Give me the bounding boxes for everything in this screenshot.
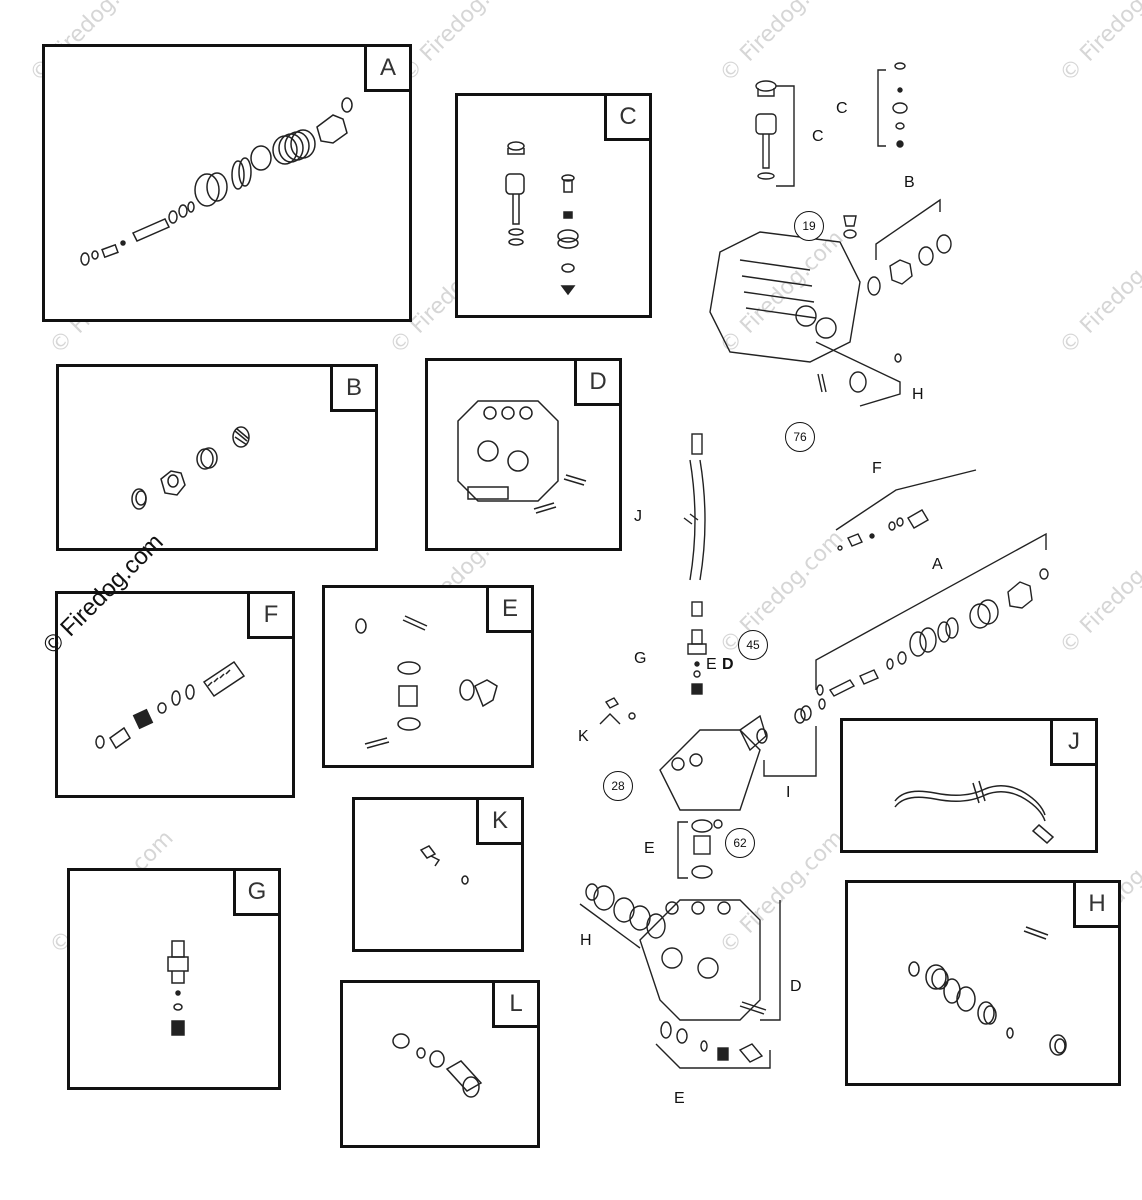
panel-c-parts — [505, 141, 579, 296]
callout-c: C — [836, 100, 848, 117]
panel-e-label: E — [486, 585, 534, 633]
panel-h: H — [845, 880, 1121, 1086]
callout-c: C — [812, 128, 824, 145]
callout-b: B — [904, 174, 915, 191]
panel-e-parts — [355, 615, 498, 749]
panel-c-label: C — [604, 93, 652, 141]
panel-b-label: B — [330, 364, 378, 412]
panel-l-label: L — [492, 980, 540, 1028]
panel-g: G — [67, 868, 281, 1090]
panel-f-label: F — [247, 591, 295, 639]
panel-h-label: H — [1073, 880, 1121, 928]
callout-k: K — [578, 728, 589, 745]
watermark: © Firedog.com — [395, 0, 529, 88]
callout-g: G — [634, 650, 647, 667]
callout-e: E — [706, 656, 717, 673]
panel-f-parts — [95, 660, 246, 750]
panel-l: L — [340, 980, 540, 1148]
panel-d-label: D — [574, 358, 622, 406]
panel-a: A — [42, 44, 412, 322]
panel-k: K — [352, 797, 524, 952]
panel-b: B — [56, 364, 378, 551]
callout-a: A — [932, 556, 943, 573]
panel-k-parts — [419, 845, 469, 885]
panel-f: F — [55, 591, 295, 798]
panel-j-parts — [894, 780, 1055, 845]
panel-g-label: G — [233, 868, 281, 916]
panel-h-parts — [908, 926, 1067, 1056]
panel-c: C — [455, 93, 652, 318]
callout-d: D — [722, 656, 734, 673]
panel-j-label: J — [1050, 718, 1098, 766]
part-number-76: 76 — [785, 422, 815, 452]
panel-a-parts — [80, 97, 353, 266]
callout-d: D — [790, 978, 802, 995]
callout-j: J — [634, 508, 642, 525]
panel-k-label: K — [476, 797, 524, 845]
part-number-45: 45 — [738, 630, 768, 660]
panel-l-parts — [392, 1033, 483, 1098]
panel-b-parts — [131, 426, 250, 510]
part-number-28: 28 — [603, 771, 633, 801]
panel-e: E — [322, 585, 534, 768]
part-number-62: 62 — [725, 828, 755, 858]
panel-d-parts — [457, 400, 587, 514]
callout-e: E — [674, 1090, 685, 1107]
exploded-assembly — [579, 62, 1049, 1069]
panel-g-parts — [167, 940, 189, 1036]
callout-i: I — [786, 784, 791, 801]
callout-h: H — [912, 386, 924, 403]
panel-d: D — [425, 358, 622, 551]
panel-a-label: A — [364, 44, 412, 92]
callout-e: E — [644, 840, 655, 857]
part-number-19: 19 — [794, 211, 824, 241]
panel-j: J — [840, 718, 1098, 853]
callout-h: H — [580, 932, 592, 949]
callout-f: F — [872, 460, 882, 477]
